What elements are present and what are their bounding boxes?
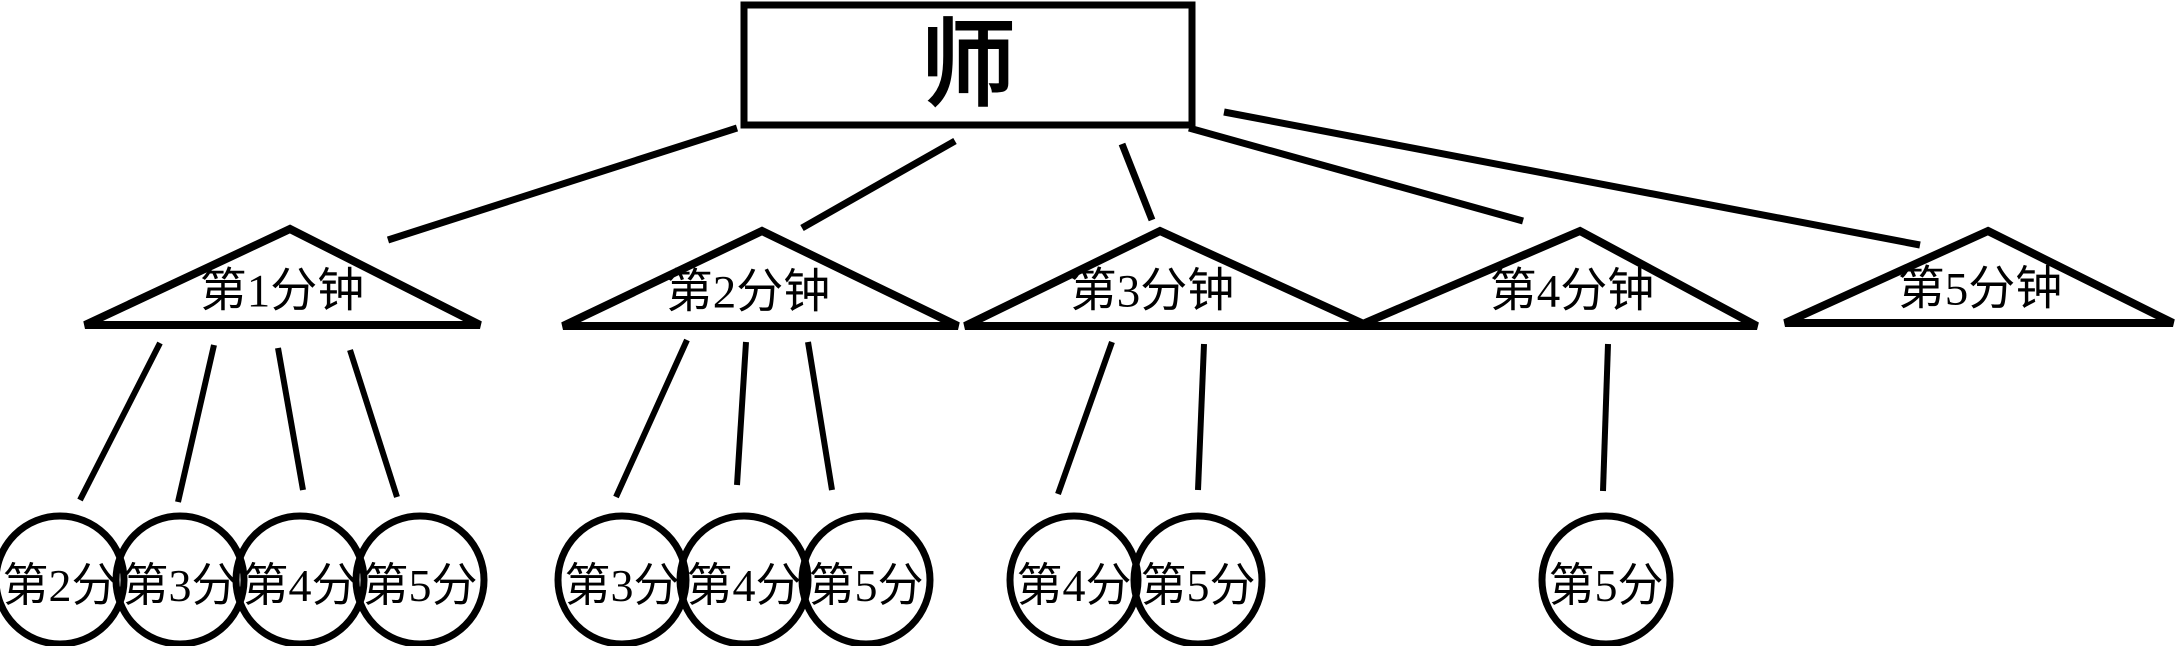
- edge-root-minute-5: [1223, 108, 1921, 249]
- minute-2-score-5-label: 第5分: [808, 560, 924, 611]
- circle-minute-3-score-4: [1006, 512, 1142, 646]
- edge-minute-4-score-5: [1600, 343, 1611, 492]
- circle-minute-2-score-4: [676, 512, 812, 646]
- edge-minute-1-score-4: [275, 347, 306, 491]
- circle-minute-2-score-5: [798, 512, 934, 646]
- circle-minute-3-score-5: [1130, 512, 1266, 646]
- edge-minute-2-score-3: [613, 338, 690, 499]
- edge-minute-3-score-5: [1195, 343, 1207, 491]
- minute-2-label: 第2分钟: [665, 266, 831, 319]
- minute-edges: [77, 338, 1611, 503]
- triangle-minute-3: [963, 226, 1370, 330]
- edge-root-minute-3: [1118, 142, 1156, 222]
- minute-1-score-5-label: 第5分: [362, 560, 478, 611]
- minute-3-score-4-label: 第4分: [1016, 560, 1132, 611]
- triangle-minute-1: [83, 224, 482, 329]
- circle-minute-2-score-3: [554, 512, 690, 646]
- triangle-minute-2: [561, 226, 960, 330]
- minute-3-label: 第3分钟: [1069, 265, 1235, 318]
- edge-minute-1-score-3: [175, 344, 217, 503]
- triangle-minute-5: [1783, 226, 2175, 327]
- minute-1-score-4-label: 第4分: [242, 560, 358, 611]
- minute-5-label: 第5分钟: [1897, 263, 2063, 316]
- edge-root-minute-1: [386, 124, 739, 244]
- minute-1-score-3-label: 第3分: [122, 560, 238, 611]
- circle-minute-1-score-4: [232, 512, 368, 646]
- minute-4-label: 第4分钟: [1489, 265, 1655, 318]
- root-box: [740, 1, 1196, 129]
- minute-3-score-5-label: 第5分: [1140, 560, 1256, 611]
- edge-minute-2-score-5: [805, 341, 835, 491]
- circle-minute-1-score-5: [352, 512, 488, 646]
- edge-minute-2-score-4: [734, 341, 749, 486]
- edge-minute-1-score-5: [347, 349, 400, 498]
- circle-minute-1-score-3: [112, 512, 248, 646]
- minute-4-score-5-label: 第5分: [1548, 560, 1664, 611]
- root-node-label: 师: [920, 12, 1016, 119]
- circle-minute-4-score-5: [1538, 512, 1674, 646]
- edge-minute-3-score-4: [1055, 340, 1115, 496]
- root-edges: [386, 108, 1921, 249]
- edge-root-minute-4: [1188, 124, 1524, 225]
- minute-1-score-2-label: 第2分: [2, 560, 118, 611]
- edge-root-minute-2: [800, 137, 957, 232]
- score-circles: [0, 512, 1674, 646]
- minute-2-score-3-label: 第3分: [564, 560, 680, 611]
- edge-minute-1-score-2: [77, 341, 163, 502]
- triangle-minute-4: [1356, 226, 1759, 330]
- minute-2-score-4-label: 第4分: [686, 560, 802, 611]
- circle-minute-1-score-2: [0, 512, 128, 646]
- minute-triangles: [83, 224, 2175, 330]
- minute-1-label: 第1分钟: [199, 265, 365, 318]
